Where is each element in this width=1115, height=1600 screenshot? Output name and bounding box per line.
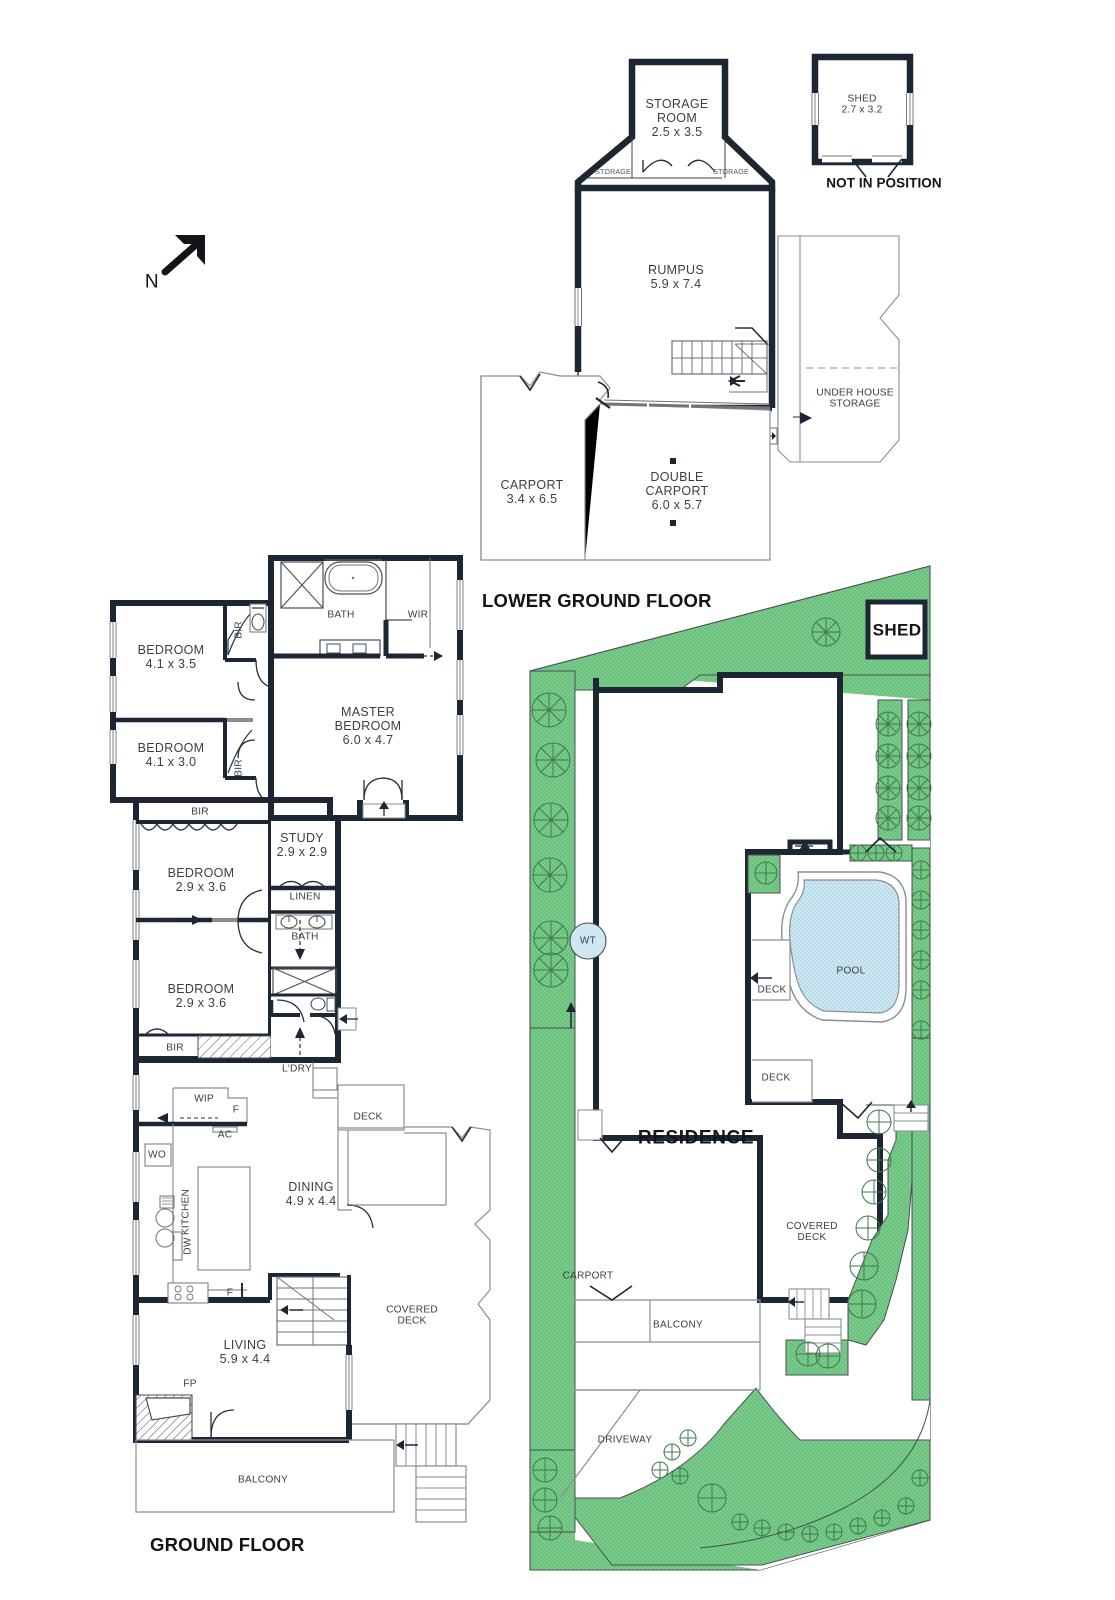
north-arrow-icon	[161, 235, 205, 276]
ground-stair	[276, 1275, 351, 1346]
ground-floor-plan	[109, 555, 491, 1523]
detached-shed	[811, 53, 914, 178]
site-external-stair	[788, 1288, 842, 1354]
under-house-storage-area	[765, 235, 900, 463]
lower-stair	[671, 327, 769, 393]
lower-ground-floor-plan	[480, 58, 900, 561]
carport-area	[480, 371, 771, 561]
site-upper-stair	[893, 1100, 929, 1132]
tree-icons	[531, 617, 932, 1543]
site-plan	[529, 565, 932, 1571]
ground-external-stair	[395, 1423, 467, 1523]
